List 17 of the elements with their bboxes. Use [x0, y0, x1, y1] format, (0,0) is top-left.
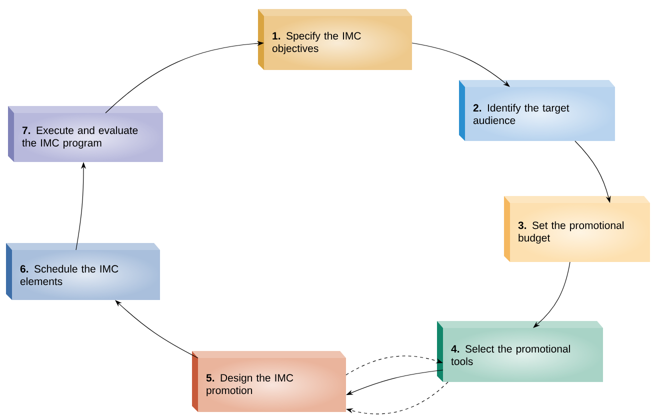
process-box: 6. Schedule the IMC elements [6, 243, 160, 300]
process-box: 1. Specify the IMC objectives [258, 9, 412, 70]
node-label: 1. Specify the IMC objectives [272, 32, 361, 54]
process-box: 3. Set the promotional budget [504, 196, 650, 262]
node-label: 5. Design the IMC promotion [206, 374, 294, 396]
node-label: 7. Execute and evaluate the IMC program [22, 126, 138, 149]
arrow [115, 300, 198, 358]
node-label: 6. Schedule the IMC elements [20, 264, 118, 286]
arrow [533, 262, 570, 328]
node-label: 3. Set the promotional budget [518, 221, 624, 244]
process-box: 7. Execute and evaluate the IMC program [8, 106, 163, 162]
node-label: 2. Identify the target audience [473, 104, 570, 124]
process-box: 5. Design the IMC promotion [192, 351, 346, 412]
arrow [412, 42, 510, 87]
node-label: 4. Select the promotional tools [451, 344, 570, 366]
process-box: 2. Identify the target audience [459, 80, 615, 141]
process-box: 4. Select the promotional tools [437, 321, 603, 382]
